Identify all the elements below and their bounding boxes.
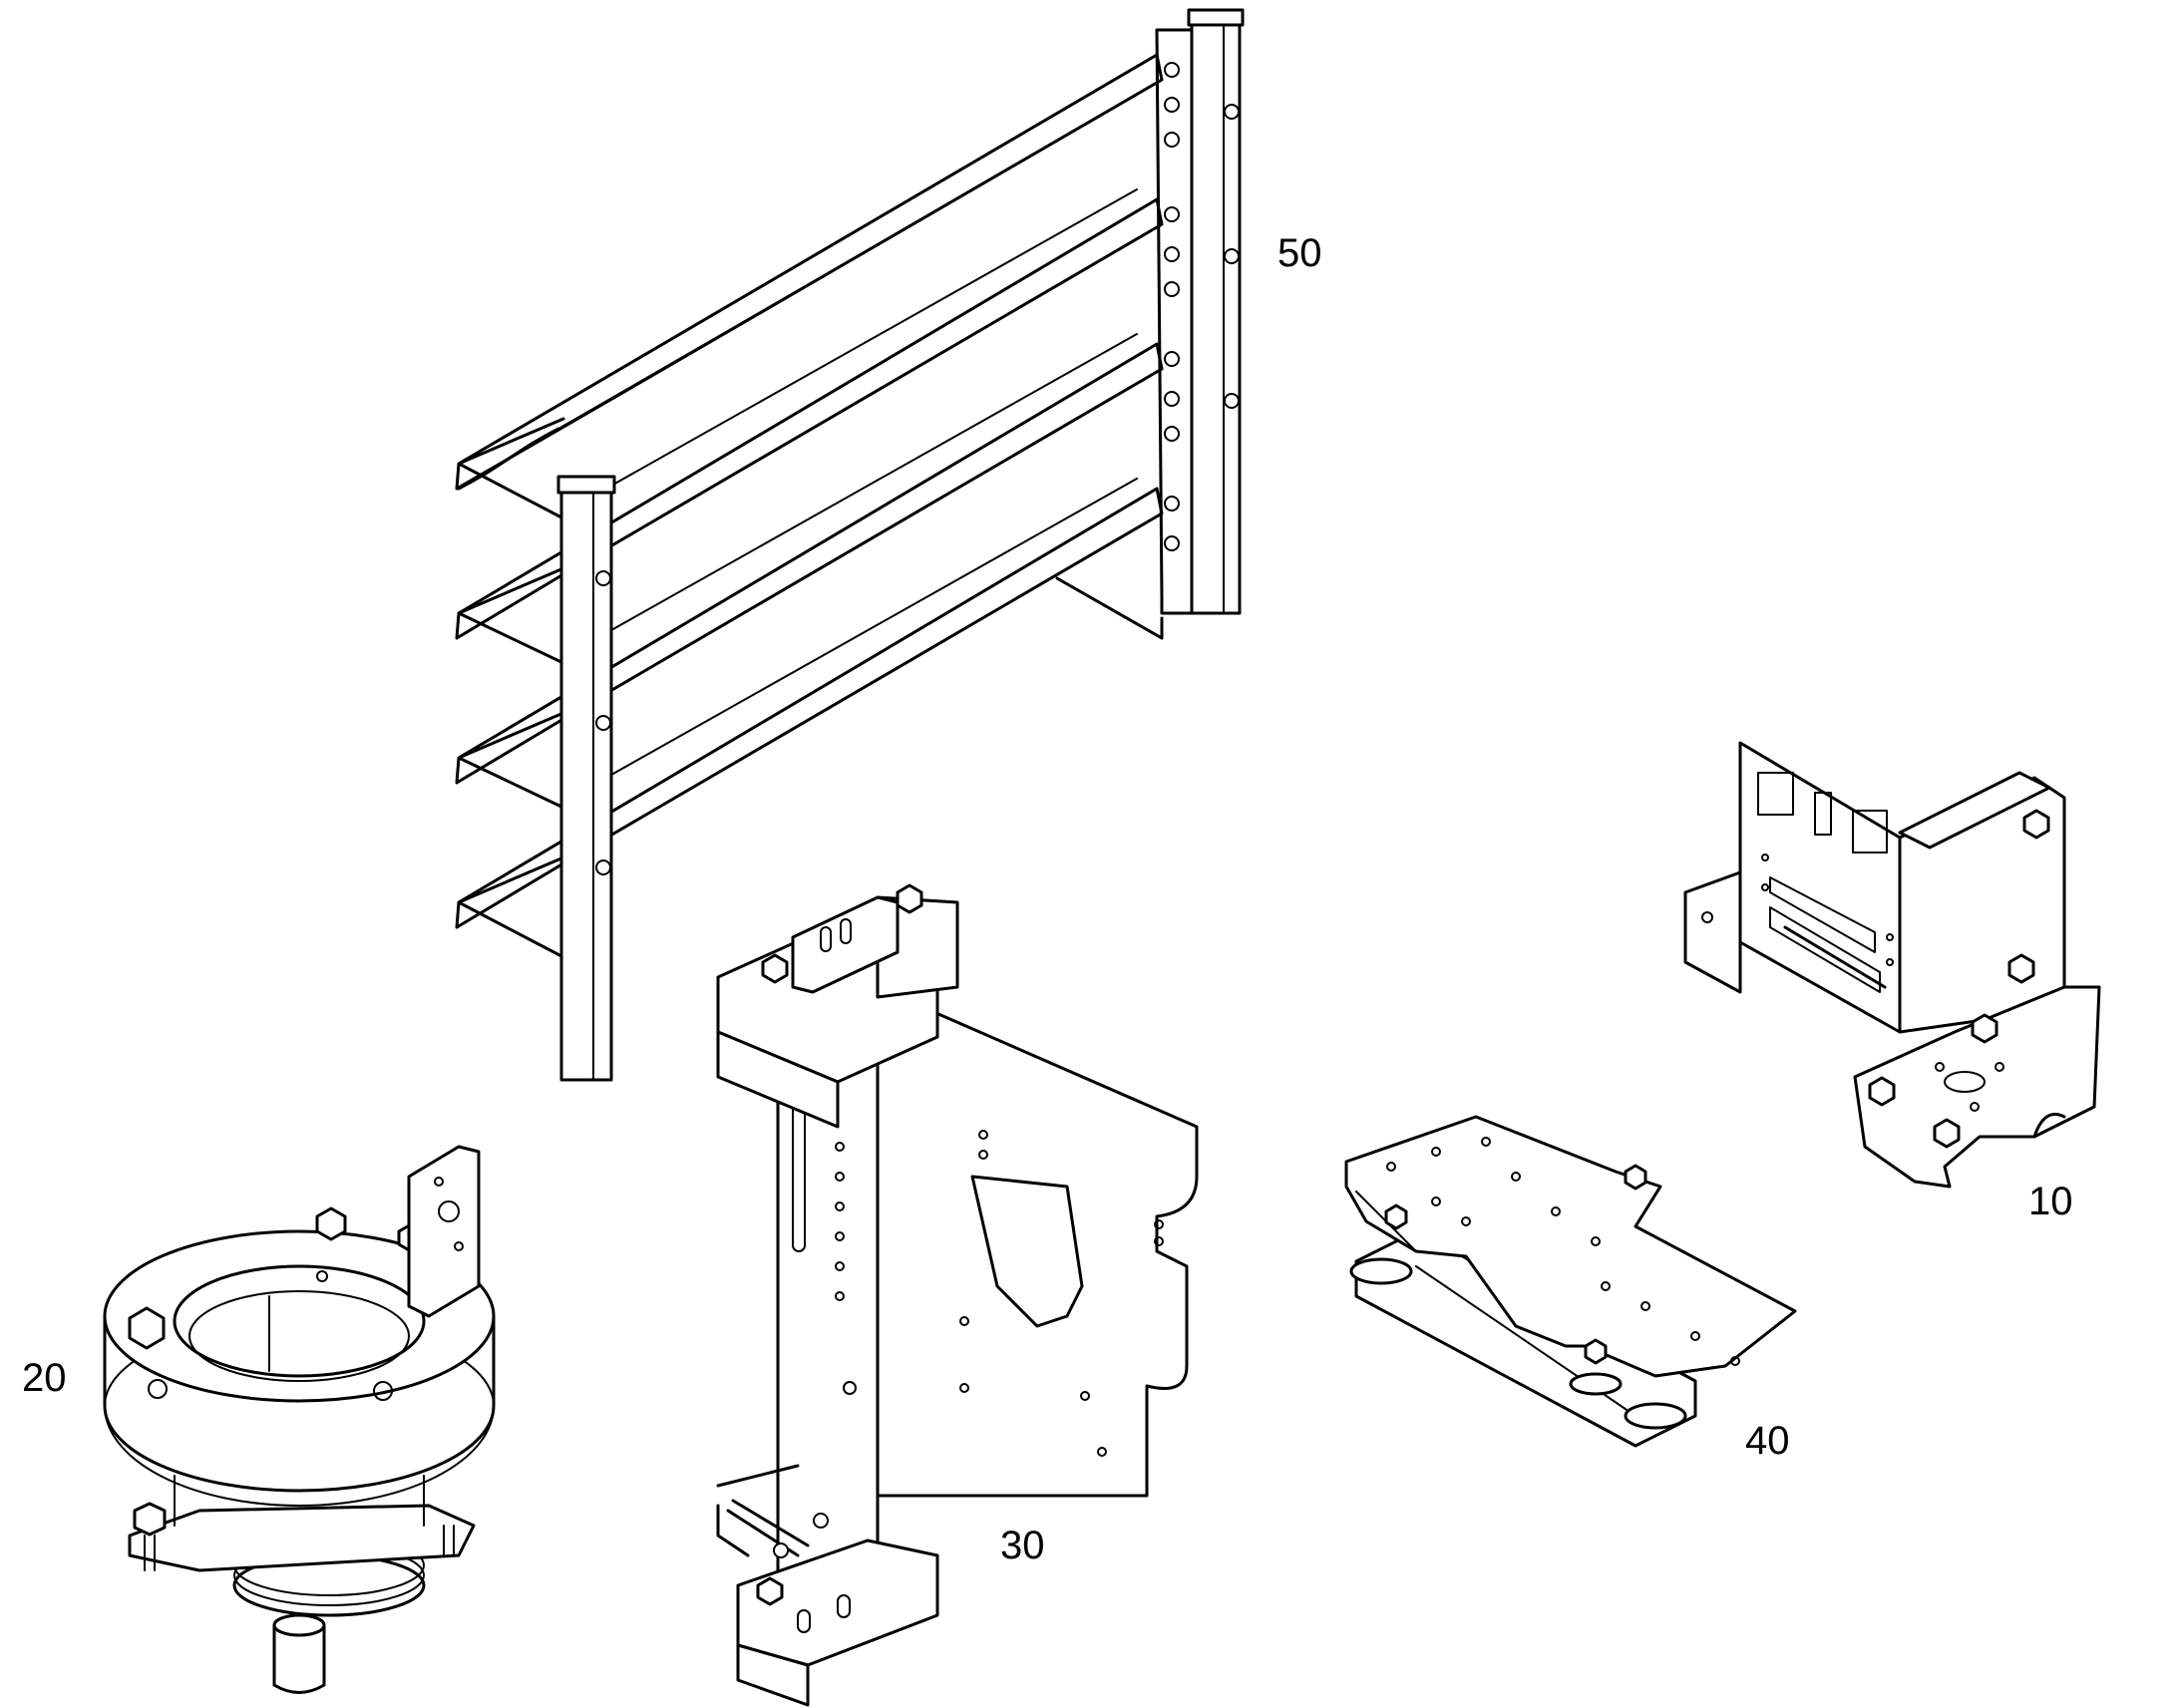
callout-part-20: 20 [22,1356,67,1400]
callout-part-40: 40 [1745,1419,1790,1463]
top-nuts [761,883,923,984]
callout-part-50: 50 [1277,231,1322,275]
callout-part-10: 10 [2028,1180,2073,1223]
callout-part-30: 30 [1000,1524,1045,1567]
part-50-louvre-rack [455,8,1245,1082]
part-20-round-base [103,1145,496,1694]
part-10-corner-bracket [1683,741,2101,1189]
part-40-cross-plate [1344,1115,1797,1448]
louvre-blades [455,53,1164,959]
rear-post [1187,8,1245,615]
rear-flange [1155,28,1194,615]
front-post [556,475,616,1082]
plate-studs [1384,1164,1647,1365]
part-30-mounting-frame [716,883,1199,1707]
